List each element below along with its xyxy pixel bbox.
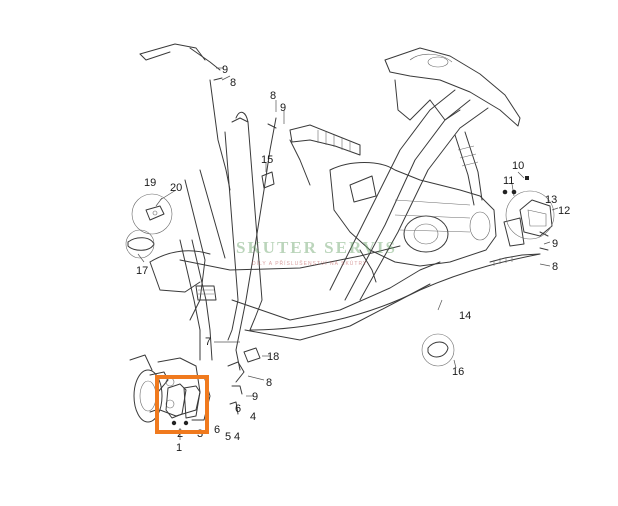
watermark-subtitle: DÍLY A PŘÍSLUŠENSTVÍ NA SKÚTRY <box>252 259 367 267</box>
callout-19: 19 <box>144 177 156 189</box>
callout-8: 8 <box>552 261 558 273</box>
callout-9: 9 <box>252 391 258 403</box>
callout-8: 8 <box>230 77 236 89</box>
callout-18: 18 <box>267 351 279 363</box>
watermark: SKUTER SERVIS DÍLY A PŘÍSLUŠENSTVÍ NA SK… <box>236 238 397 267</box>
callout-6: 6 <box>235 403 241 415</box>
scooter-frame <box>127 43 553 423</box>
callout-labels: 1 2 3 9 8 8 9 15 19 20 17 7 18 8 9 6 4 6… <box>136 64 570 454</box>
callout-11: 11 <box>503 175 514 187</box>
callout-6: 6 <box>214 424 220 436</box>
callout-16: 16 <box>452 366 464 378</box>
callout-9: 9 <box>222 64 228 76</box>
callout-8: 8 <box>266 377 272 389</box>
callout-15: 15 <box>261 154 273 166</box>
callout-14: 14 <box>459 310 471 322</box>
callout-10: 10 <box>512 160 524 172</box>
callout-9: 9 <box>552 238 558 250</box>
leader-lines <box>137 67 559 440</box>
callout-12: 12 <box>558 205 570 217</box>
detail-bubbles <box>125 190 555 367</box>
callout-markers <box>171 176 529 426</box>
callout-8: 8 <box>270 90 276 102</box>
callout-4: 4 <box>250 411 256 423</box>
selected-part-highlight[interactable] <box>155 375 209 434</box>
callout-7: 7 <box>205 336 211 348</box>
watermark-title: SKUTER SERVIS <box>236 238 397 257</box>
brake-pads <box>165 383 201 419</box>
callout-4: 4 <box>234 431 240 443</box>
callout-13: 13 <box>545 194 557 206</box>
callout-17: 17 <box>136 265 148 277</box>
callout-1: 1 <box>176 442 182 454</box>
callout-5: 5 <box>225 431 231 443</box>
callout-9: 9 <box>280 102 286 114</box>
callout-20: 20 <box>170 182 182 194</box>
